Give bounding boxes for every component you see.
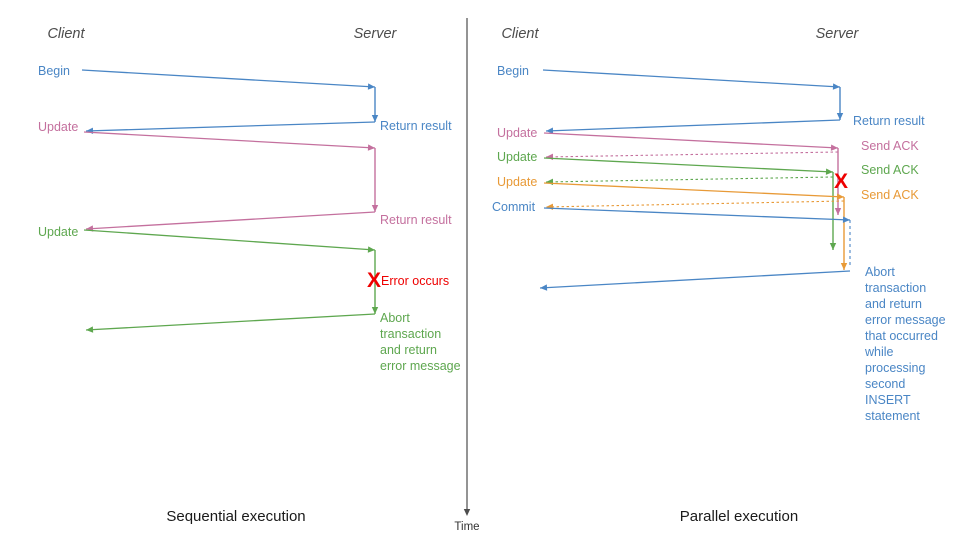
message-line-update-request-2 [83,229,376,251]
note-line: Abort [380,311,410,325]
arrowhead-send-ack-2 [546,178,554,186]
error-x-icon: X [834,170,848,193]
note-line: and return [380,343,437,357]
lane-title-server: Server [816,26,860,42]
message-line-update-request-3 [543,182,845,198]
message-line-return-result [545,119,841,132]
note-line: statement [865,409,920,423]
message-line-commit-request [543,207,851,221]
lane-title-client: Client [501,26,539,42]
note-line: error message [865,313,946,327]
message-label-send-ack-3: Send ACK [861,188,919,202]
message-label-return-result-2: Return result [380,213,452,227]
message-label-update-request-1: Update [497,126,537,140]
time-axis-label: Time [454,521,479,533]
message-label-return-result-1: Return result [380,119,452,133]
arrowhead-server-process-pink [834,208,842,215]
arrowhead-update-request-2 [825,168,833,175]
panel-caption-parallel: Parallel execution [680,508,798,525]
note-line: Abort [865,265,895,279]
arrowhead-update-request-1 [830,144,838,151]
arrowhead-send-ack-3 [546,203,554,211]
note-line: second [865,377,905,391]
arrowhead-begin-request [832,83,840,90]
message-label-update-request-3: Update [497,175,537,189]
message-line-send-ack-2 [545,176,834,183]
note-abort-note: Abort transaction and return error message [380,311,461,373]
message-label-update-request-1: Update [38,120,78,134]
lane-title-client: Client [47,26,85,42]
message-line-return-result-1 [85,121,376,132]
note-line: and return [865,297,922,311]
message-label-commit-request: Commit [492,200,536,214]
arrowhead-begin-request [367,83,375,90]
message-line-update-request-1 [83,131,376,149]
message-label-update-request-2: Update [38,225,78,239]
arrowhead-server-process-blue [836,113,844,120]
message-label-update-request-2: Update [497,150,537,164]
note-line: transaction [380,327,441,341]
message-line-begin-request [81,69,376,88]
time-axis: Time [454,18,480,533]
time-axis-arrowhead [463,509,471,516]
message-line-update-request-2 [543,157,834,173]
message-line-update-request-1 [543,132,839,149]
message-label-send-ack-2: Send ACK [861,163,919,177]
note-abort-note: Abort transaction and return error message t… [864,265,946,423]
arrowhead-abort-return [86,326,94,333]
message-label-begin-request: Begin [497,64,529,78]
note-line: that occurred [865,329,938,343]
message-line-send-ack-3 [545,200,845,208]
arrowhead-server-process-green [829,243,837,250]
panel-caption-sequential: Sequential execution [166,508,305,525]
arrowhead-server-process-pink [371,205,379,212]
error-x-icon: X [367,269,381,292]
lane-title-server: Server [354,26,398,42]
note-line: while [864,345,894,359]
message-line-abort-return [85,313,376,331]
arrowhead-update-request-2 [367,246,375,253]
arrowhead-server-process-green [371,307,379,314]
arrowhead-send-ack-1 [546,153,554,161]
arrowhead-commit-request [842,216,850,223]
arrowhead-abort-return [540,284,548,291]
message-line-send-ack-1 [545,151,839,158]
arrowhead-return-result [546,127,554,134]
arrowhead-update-request-3 [836,193,844,200]
arrowhead-server-process-blue [371,115,379,122]
arrowhead-server-process-orange [840,263,848,270]
message-line-begin-request [542,69,841,88]
note-line: error message [380,359,461,373]
message-label-send-ack-1: Send ACK [861,139,919,153]
message-label-begin-request: Begin [38,64,70,78]
message-line-return-result-2 [85,211,376,230]
error-label: Error occurs [381,274,449,288]
note-line: processing [865,361,925,375]
note-line: INSERT [865,393,911,407]
message-line-abort-return [539,270,851,289]
arrowhead-update-request-1 [367,144,375,151]
note-line: transaction [865,281,926,295]
message-label-return-result: Return result [853,114,925,128]
